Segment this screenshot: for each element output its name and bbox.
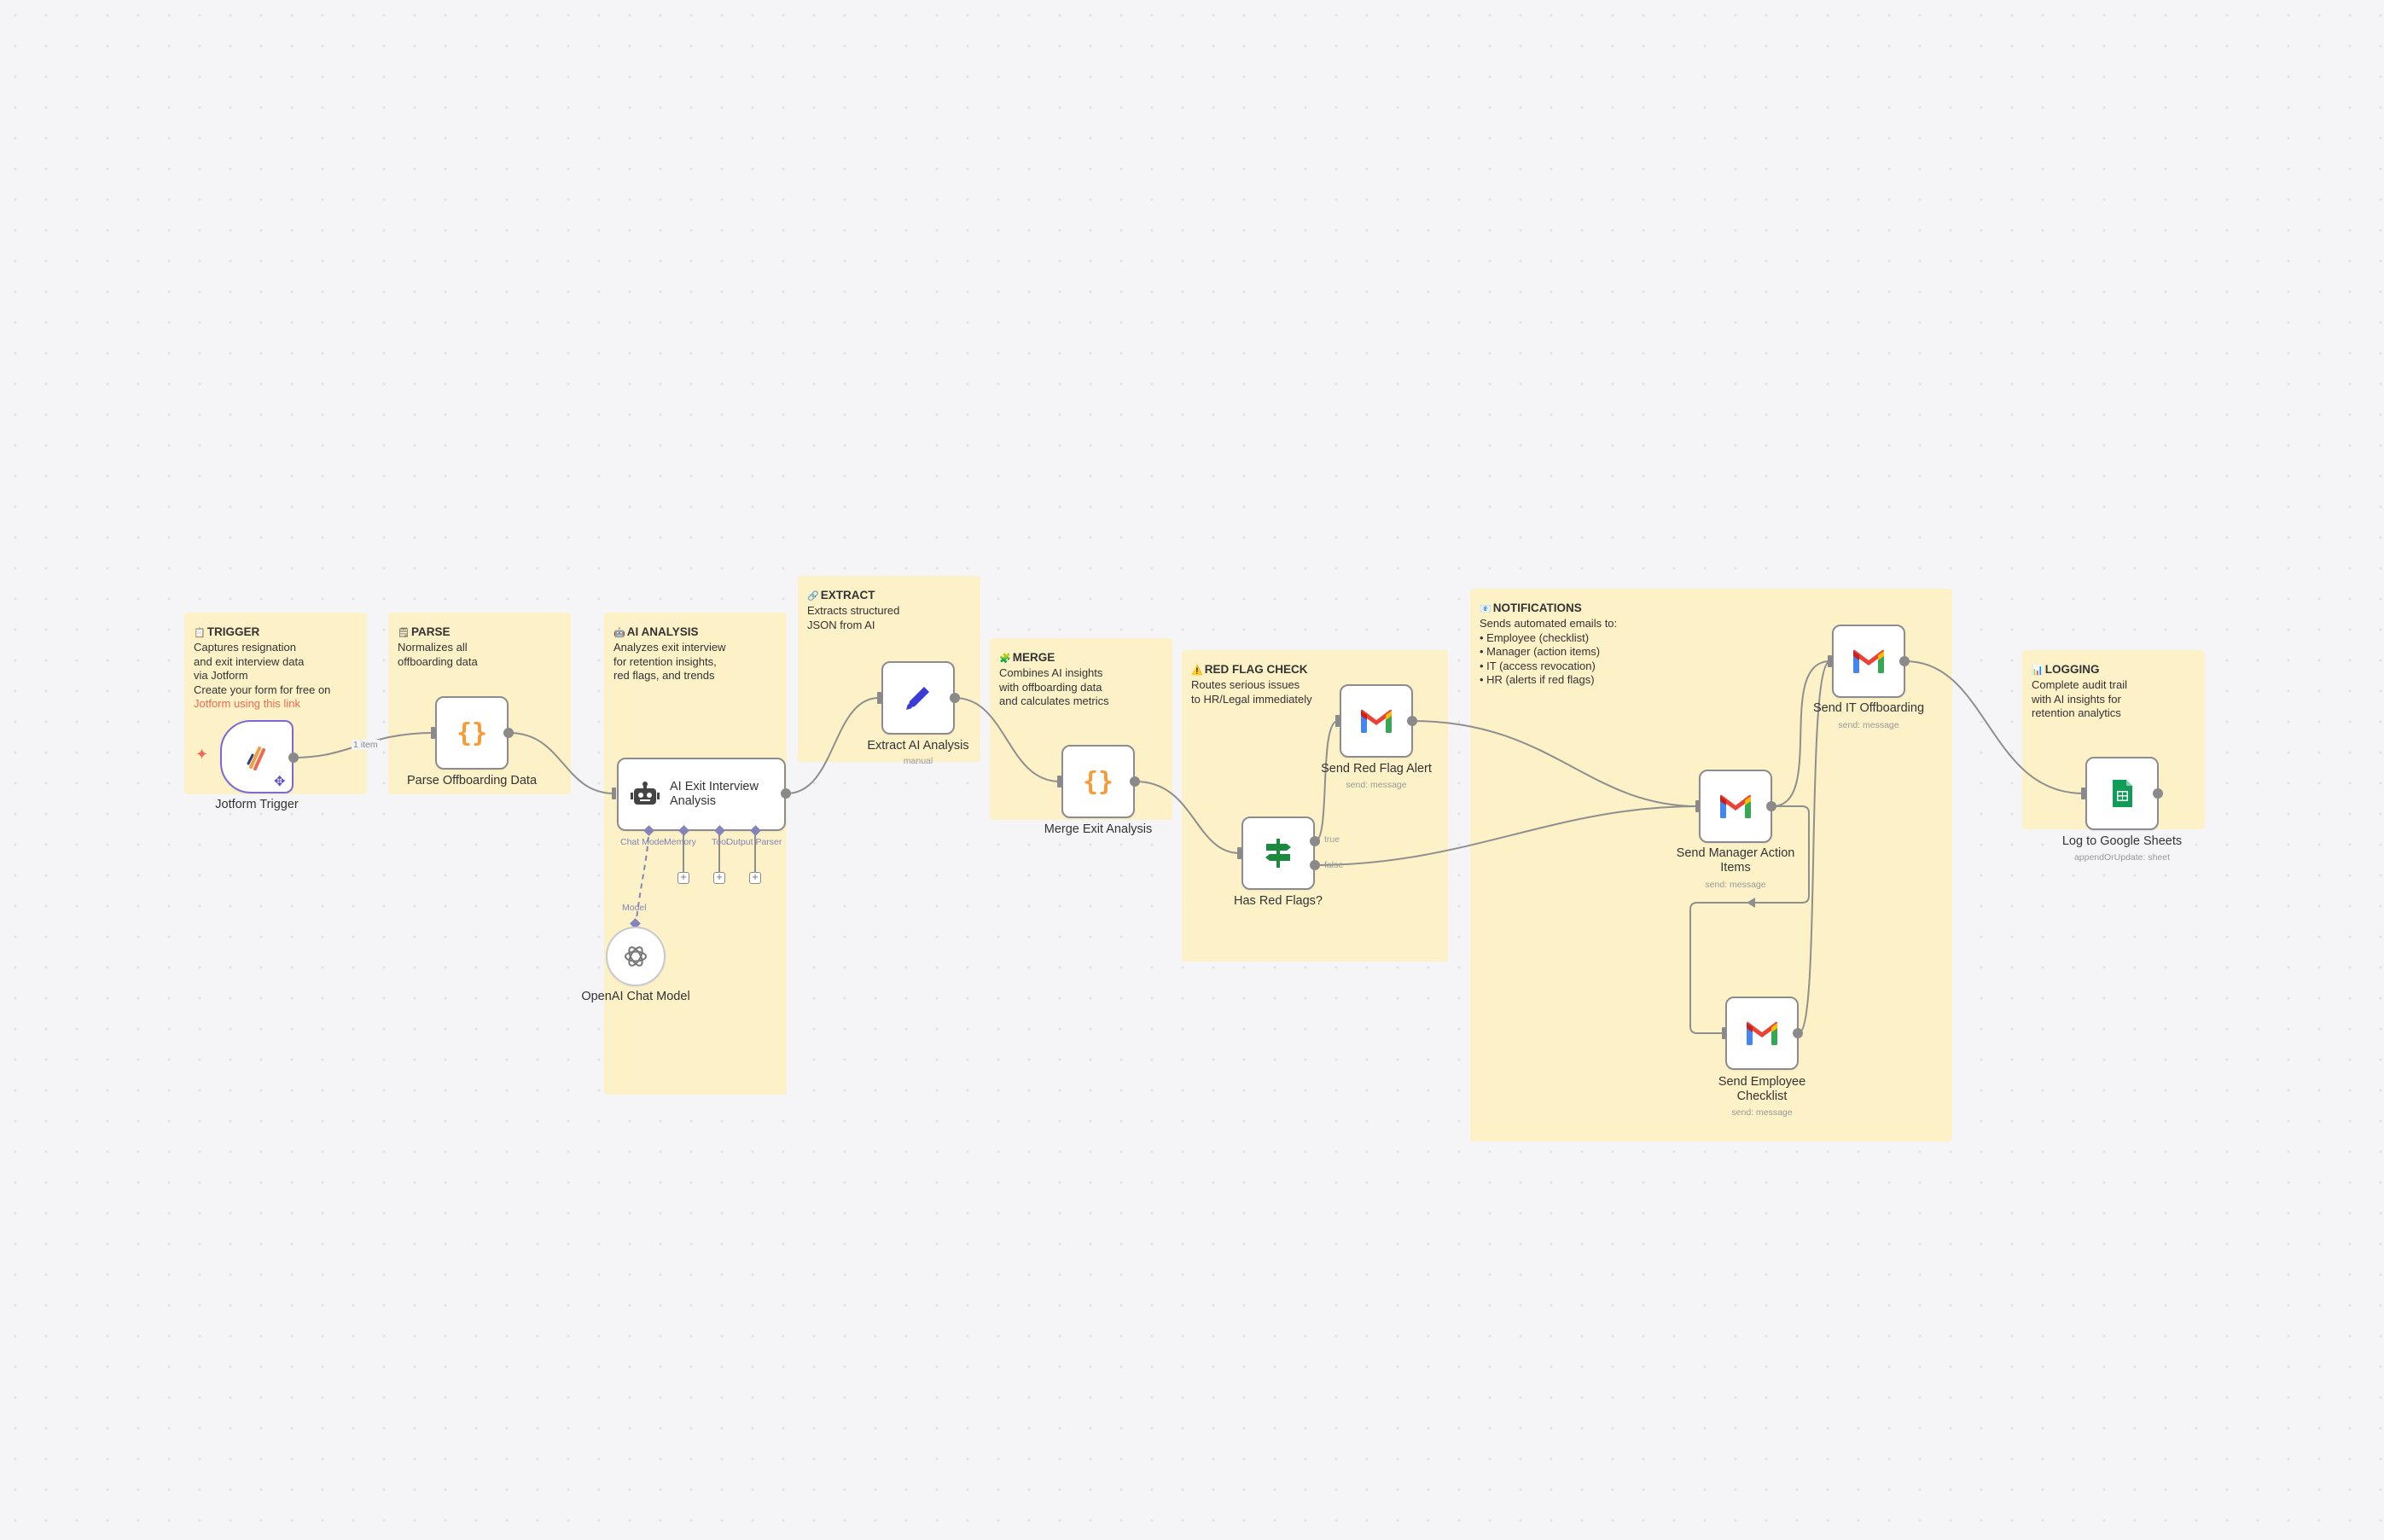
input-handle[interactable] — [1828, 655, 1832, 667]
send-it-offboarding-node[interactable] — [1832, 625, 1905, 698]
gmail-icon — [1853, 649, 1884, 673]
sticky-title: ⚠️RED FLAG CHECK — [1191, 663, 1308, 676]
merge-exit-analysis-node[interactable]: {} — [1061, 745, 1135, 818]
node-subtitle: send: message — [1346, 780, 1407, 790]
sticky-title: 🗒PARSE — [398, 625, 451, 638]
sticky-body: Captures resignation and exit interview … — [194, 641, 331, 696]
node-label: Send Red Flag Alert — [1321, 762, 1432, 776]
sticky-body: Analyzes exit interview for retention in… — [613, 641, 726, 682]
input-handle[interactable] — [1237, 847, 1241, 859]
node-label: AI Exit Interview Analysis — [670, 780, 759, 808]
sticky-title: 📋TRIGGER — [194, 625, 260, 638]
sticky-note-ai-analysis[interactable]: 🤖AI ANALYSIS Analyzes exit interview for… — [604, 613, 787, 1095]
output-handle[interactable] — [1130, 776, 1140, 787]
input-handle[interactable] — [1722, 1027, 1726, 1039]
false-output-handle[interactable] — [1310, 860, 1320, 870]
sticky-note-trigger[interactable]: 📋TRIGGER Captures resignation and exit i… — [184, 613, 367, 794]
sticky-title: 📧NOTIFICATIONS — [1480, 601, 1582, 614]
code-braces-icon: {} — [1083, 767, 1114, 797]
add-output-parser-button[interactable]: + — [749, 871, 761, 884]
true-branch-label: true — [1324, 834, 1340, 845]
openai-chat-model-node[interactable] — [606, 927, 666, 986]
chat-model-label: Chat Model — [620, 837, 666, 847]
input-handle[interactable] — [1057, 776, 1061, 787]
node-subtitle: manual — [903, 756, 933, 766]
node-label: Extract AI Analysis — [867, 739, 969, 753]
output-handle[interactable] — [1407, 716, 1417, 726]
send-employee-checklist-node[interactable] — [1725, 997, 1799, 1070]
input-handle[interactable] — [2081, 787, 2085, 799]
sticky-title: 🧩MERGE — [999, 651, 1055, 664]
has-red-flags-node[interactable] — [1241, 816, 1315, 890]
output-handle[interactable] — [1899, 656, 1910, 666]
sticky-body: Routes serious issues to HR/Legal immedi… — [1191, 678, 1312, 706]
node-subtitle: send: message — [1731, 1107, 1793, 1118]
input-handle[interactable] — [612, 787, 616, 799]
sticky-title: 🤖AI ANALYSIS — [613, 625, 699, 638]
true-output-handle[interactable] — [1310, 836, 1320, 846]
node-label: Merge Exit Analysis — [1044, 822, 1153, 836]
input-handle[interactable] — [877, 692, 881, 704]
add-memory-button[interactable]: + — [677, 871, 689, 884]
sticky-body: Extracts structured JSON from AI — [807, 604, 900, 631]
robot-icon — [631, 782, 660, 805]
jotform-link[interactable]: Jotform using this link — [194, 697, 300, 710]
output-handle[interactable] — [503, 728, 514, 738]
google-sheets-icon — [2113, 780, 2132, 807]
node-subtitle: send: message — [1838, 720, 1899, 730]
output-handle[interactable] — [2153, 788, 2163, 799]
node-label: Jotform Trigger — [215, 798, 299, 811]
memory-label: Memory — [664, 837, 696, 847]
send-red-flag-alert-node[interactable] — [1340, 684, 1413, 758]
sticky-title: 🔗EXTRACT — [807, 589, 875, 601]
sticky-body: Normalizes all offboarding data — [398, 641, 478, 668]
pencil-icon — [906, 687, 929, 710]
node-label: Log to Google Sheets — [2061, 834, 2183, 848]
output-handle[interactable] — [781, 788, 791, 799]
gmail-icon — [1361, 709, 1392, 733]
output-handle[interactable] — [1793, 1028, 1803, 1038]
gmail-icon — [1747, 1021, 1777, 1045]
signpost-icon — [1265, 839, 1291, 868]
node-label: OpenAI Chat Model — [581, 990, 690, 1003]
node-label: Send Manager Action Items — [1676, 846, 1795, 875]
sticky-body: Complete audit trail with AI insights fo… — [2032, 678, 2127, 719]
pin-icon[interactable]: ✥ — [274, 775, 286, 789]
node-subtitle: send: message — [1705, 880, 1766, 890]
output-handle[interactable] — [288, 753, 299, 763]
output-handle[interactable] — [950, 693, 960, 703]
input-handle[interactable] — [1695, 800, 1700, 812]
log-to-google-sheets-node[interactable] — [2085, 757, 2159, 830]
model-label: Model — [622, 903, 647, 913]
node-label: Parse Offboarding Data — [406, 774, 538, 787]
sticky-body: Combines AI insights with offboarding da… — [999, 666, 1109, 707]
svg-text:{}: {} — [456, 718, 487, 748]
gmail-icon — [1720, 794, 1751, 818]
node-subtitle: appendOrUpdate: sheet — [2073, 852, 2171, 863]
output-handle[interactable] — [1766, 801, 1776, 811]
output-parser-label: Output Parser — [726, 837, 782, 847]
openai-icon — [625, 946, 647, 967]
add-tool-button[interactable]: + — [713, 871, 725, 884]
input-handle[interactable] — [1335, 715, 1340, 727]
extract-ai-analysis-node[interactable] — [881, 661, 955, 735]
trigger-bolt-icon: ✦ — [195, 746, 209, 763]
node-label: Send Employee Checklist — [1718, 1075, 1806, 1103]
svg-text:{}: {} — [1083, 767, 1114, 797]
node-label: Has Red Flags? — [1234, 894, 1323, 908]
parse-offboarding-node[interactable]: {} — [435, 696, 509, 770]
jotform-icon — [247, 747, 265, 770]
sticky-body: Sends automated emails to: • Employee (c… — [1480, 617, 1618, 686]
send-manager-action-items-node[interactable] — [1699, 770, 1772, 843]
code-braces-icon: {} — [456, 718, 487, 748]
sticky-title: 📊LOGGING — [2032, 663, 2100, 676]
input-handle[interactable] — [431, 727, 435, 739]
edge-label-items: 1 item — [352, 740, 380, 750]
tool-label: Tool — [712, 837, 729, 847]
node-label: Send IT Offboarding — [1812, 701, 1925, 715]
ai-exit-interview-agent-node[interactable]: AI Exit Interview Analysis — [617, 758, 786, 831]
false-branch-label: false — [1324, 860, 1344, 870]
jotform-trigger-node[interactable] — [220, 720, 294, 793]
